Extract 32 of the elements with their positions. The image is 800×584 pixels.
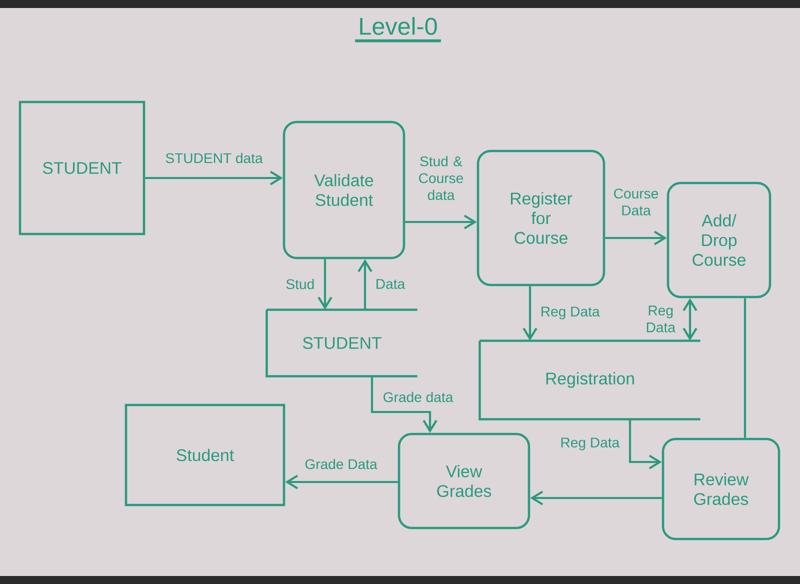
edge-label: Reg Data [561,438,620,450]
edge-label: Reg Data [646,306,676,332]
arrow [522,286,538,341]
data-store: STUDENT [266,308,418,378]
process-box: Validate Student [282,120,406,260]
arrow [285,474,398,490]
arrow [530,490,662,506]
arrow [358,259,372,310]
arrow [605,230,667,246]
process-box: Review Grades [662,438,780,540]
edge-label: Course Data [614,188,658,216]
external-entity-box: STUDENT [18,100,146,236]
edge-label: STUDENT data [166,152,263,164]
process-box: Register for Course [476,150,606,286]
arrow [405,214,477,230]
double-arrow [682,298,698,341]
arrow [628,419,662,470]
edge-label: Reg Data [542,306,600,320]
data-store: Registration [478,340,702,420]
external-entity-box: Student [124,404,286,506]
process-box: View Grades [398,432,530,530]
arrow [370,376,438,433]
connector-line [744,298,746,438]
title: Level-0 [355,17,441,42]
edge-label: Data [376,279,406,289]
edge-label: Stud & Course data [419,156,464,200]
arrow [145,170,283,186]
edge-label: Grade data [384,392,454,402]
edge-label: Stud [286,278,314,290]
edge-label: Grade Data [305,458,378,470]
process-box: Add/ Drop Course [666,182,772,298]
arrow [318,259,332,310]
